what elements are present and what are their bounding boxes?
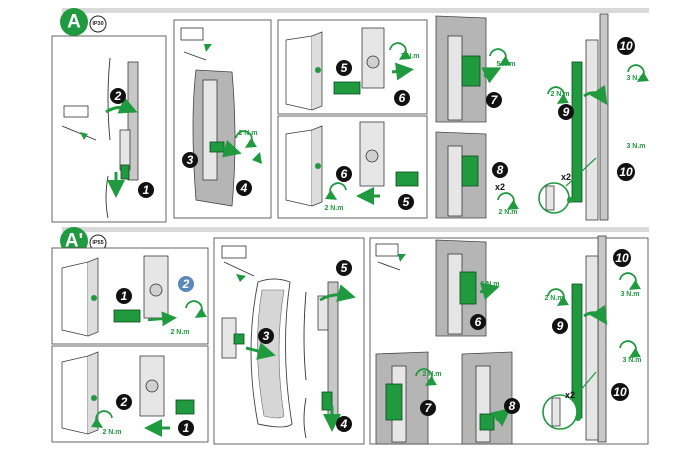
- step-badge-a5-9: 9: [558, 104, 574, 120]
- torque-label: 3 N.m: [626, 143, 645, 150]
- ip30-badge: IP30: [89, 15, 107, 33]
- svg-text:3: 3: [187, 153, 194, 167]
- panel-b1-illustration: [61, 255, 207, 437]
- step-badge-b3-10-bottom: 10: [611, 383, 629, 401]
- step-badge-a1-2: 2: [110, 88, 126, 104]
- multiplier-labels: x2 x2 x2: [495, 172, 575, 400]
- svg-text:9: 9: [563, 105, 570, 119]
- svg-text:2: 2: [114, 89, 122, 103]
- section-a-letter: A: [67, 12, 81, 33]
- step-badge-b1-1-top: 1: [116, 288, 132, 304]
- step-badge-a5-10-top: 10: [617, 37, 635, 55]
- torque-label: 2 N.m: [550, 91, 569, 98]
- torque-label: 2 N.m: [102, 429, 121, 436]
- svg-text:10: 10: [619, 165, 633, 179]
- step-badge-b2-3: 3: [258, 328, 274, 344]
- step-badge-b1-2-bottom: 2: [116, 394, 132, 410]
- panel-a1-illustration: [61, 57, 139, 219]
- torque-label: 5 N.m: [480, 281, 499, 288]
- torque-label: 2 N.m: [324, 205, 343, 212]
- step-badge-a2-4: 4: [236, 180, 252, 196]
- torque-label: 3 N.m: [620, 291, 639, 298]
- section-a-prime-header-bar: [62, 227, 649, 232]
- step-badge-b3-7: 7: [420, 400, 436, 416]
- step-badge-b1-1-bottom: 1: [178, 420, 194, 436]
- svg-text:10: 10: [619, 39, 633, 53]
- panel-b2-illustration: [221, 245, 356, 439]
- svg-text:6: 6: [341, 167, 348, 181]
- torque-label: 2 N.m: [170, 329, 189, 336]
- torque-label: 3 N.m: [622, 357, 641, 364]
- step-badge-b3-10-top: 10: [613, 249, 631, 267]
- svg-text:7: 7: [491, 93, 499, 107]
- svg-text:3: 3: [263, 329, 270, 343]
- step-badge-b1-2-top: 2: [178, 276, 194, 292]
- torque-label: 2 N.m: [400, 53, 419, 60]
- svg-text:4: 4: [240, 181, 248, 195]
- svg-text:5: 5: [341, 261, 348, 275]
- ip30-label: IP30: [92, 21, 103, 27]
- svg-text:7: 7: [425, 401, 433, 415]
- step-badge-b3-8: 8: [504, 398, 520, 414]
- svg-text:2: 2: [182, 277, 190, 291]
- step-badge-a3-6-bottom: 6: [336, 166, 352, 182]
- multiplier-label: x2: [495, 182, 505, 192]
- panel-a5-illustration: [538, 13, 649, 221]
- torque-label: 2 N.m: [544, 295, 563, 302]
- svg-text:10: 10: [613, 385, 627, 399]
- panel-a2-illustration: [180, 27, 262, 207]
- torque-label: 2 N.m: [422, 371, 441, 378]
- step-badge-b3-9: 9: [552, 318, 568, 334]
- svg-text:5: 5: [341, 61, 348, 75]
- torque-label: 5 N.m: [496, 61, 515, 68]
- svg-text:9: 9: [557, 319, 564, 333]
- torque-label: 3 N.m: [626, 75, 645, 82]
- step-badges: 2 1 3 4 5 6 6 5 7 8 9 10 10 1 2 2 1 3 5 …: [110, 37, 635, 436]
- svg-text:1: 1: [183, 421, 190, 435]
- step-badge-a3-5-top: 5: [336, 60, 352, 76]
- torque-label: 2 N.m: [498, 209, 517, 216]
- svg-text:1: 1: [121, 289, 128, 303]
- step-badge-a2-3: 3: [182, 152, 198, 168]
- section-a-header-bar: [62, 8, 649, 13]
- panel-b3-illustration: [375, 235, 641, 445]
- step-badge-a4-7: 7: [486, 92, 502, 108]
- svg-text:10: 10: [615, 251, 629, 265]
- step-badge-a3-5-bottom: 5: [398, 194, 414, 210]
- panel-a3-illustration: [285, 27, 419, 207]
- step-badge-a4-8: 8: [492, 162, 508, 178]
- step-badge-a3-6-top: 6: [394, 90, 410, 106]
- svg-text:4: 4: [340, 417, 348, 431]
- section-a-prime-letter: A': [65, 231, 83, 252]
- multiplier-label: x2: [565, 390, 575, 400]
- torque-labels: 2 N.m 2 N.m 2 N.m 5 N.m 2 N.m 2 N.m 3 N.…: [102, 53, 645, 436]
- ip55-label: IP55: [92, 240, 103, 246]
- svg-text:6: 6: [399, 91, 406, 105]
- svg-text:2: 2: [120, 395, 128, 409]
- panel-a4-illustration: [435, 15, 519, 219]
- step-badge-a1-1: 1: [138, 182, 154, 198]
- step-badge-a5-10-bottom: 10: [617, 163, 635, 181]
- svg-text:8: 8: [509, 399, 516, 413]
- step-badge-b2-5: 5: [336, 260, 352, 276]
- svg-text:8: 8: [497, 163, 504, 177]
- step-badge-b2-4: 4: [336, 416, 352, 432]
- torque-label: 2 N.m: [238, 130, 257, 137]
- step-badge-b3-6: 6: [470, 314, 486, 330]
- svg-text:5: 5: [403, 195, 410, 209]
- section-a-badge: A: [60, 8, 88, 36]
- svg-text:1: 1: [143, 183, 150, 197]
- multiplier-label: x2: [561, 172, 571, 182]
- svg-text:6: 6: [475, 315, 482, 329]
